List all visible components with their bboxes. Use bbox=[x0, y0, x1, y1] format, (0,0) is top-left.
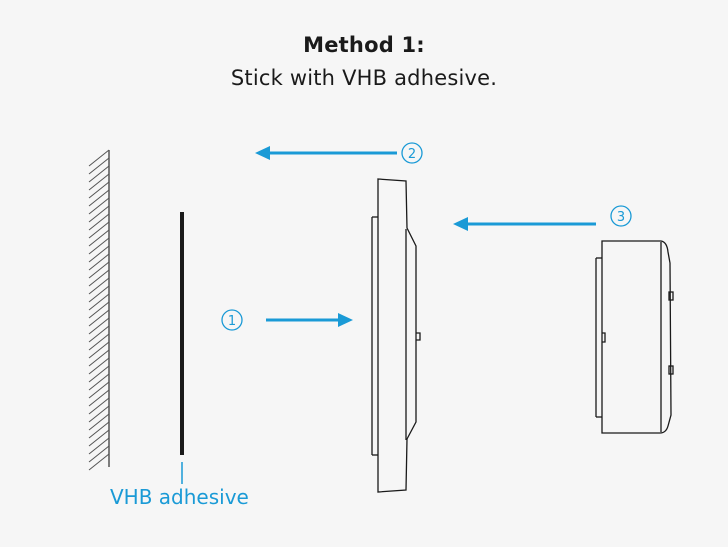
wall-hatch-line bbox=[88, 149, 110, 167]
wall-hatch-line bbox=[88, 285, 110, 303]
step-2-number: 2 bbox=[408, 147, 416, 162]
wall-hatch-line bbox=[88, 221, 110, 239]
mounting-plate bbox=[371, 178, 421, 493]
vhb-adhesive-strip bbox=[180, 212, 184, 484]
wall-hatch-line bbox=[88, 293, 110, 311]
device-side-view bbox=[595, 240, 674, 434]
wall-hatch-line bbox=[88, 437, 110, 455]
wall-hatch-line bbox=[88, 365, 110, 383]
wall-hatch-line bbox=[88, 349, 110, 367]
wall-hatch-line bbox=[88, 413, 110, 431]
wall-hatch-line bbox=[88, 325, 110, 343]
wall-hatch-line bbox=[88, 173, 110, 191]
wall-hatch-line bbox=[88, 277, 110, 295]
arrow-step-3: 3 bbox=[453, 205, 632, 231]
arrow-step-1: 1 bbox=[221, 309, 353, 331]
wall-hatch-line bbox=[88, 245, 110, 263]
wall-hatch-line bbox=[88, 381, 110, 399]
wall-hatching bbox=[88, 149, 110, 471]
wall-hatch-line bbox=[88, 237, 110, 255]
wall-hatch-line bbox=[88, 429, 110, 447]
vhb-adhesive-label: VHB adhesive bbox=[110, 485, 249, 509]
wall-hatch-line bbox=[88, 301, 110, 319]
wall-hatch-line bbox=[88, 317, 110, 335]
wall-hatch-line bbox=[88, 357, 110, 375]
wall-hatch-line bbox=[88, 389, 110, 407]
wall-hatch-line bbox=[88, 261, 110, 279]
wall-hatch-line bbox=[88, 229, 110, 247]
wall-hatch-line bbox=[88, 397, 110, 415]
wall-hatch-line bbox=[88, 373, 110, 391]
wall-hatch-line bbox=[88, 197, 110, 215]
wall-hatch-line bbox=[88, 309, 110, 327]
wall-hatch-line bbox=[88, 189, 110, 207]
wall-hatch-line bbox=[88, 453, 110, 471]
wall-hatch-line bbox=[88, 181, 110, 199]
wall-hatch-line bbox=[88, 341, 110, 359]
wall bbox=[88, 149, 110, 471]
step-1-number: 1 bbox=[228, 314, 236, 329]
wall-hatch-line bbox=[88, 213, 110, 231]
wall-hatch-line bbox=[88, 333, 110, 351]
step-3-number: 3 bbox=[617, 210, 625, 225]
wall-hatch-line bbox=[88, 253, 110, 271]
wall-hatch-line bbox=[88, 405, 110, 423]
wall-hatch-line bbox=[88, 157, 110, 175]
arrow-step-2: 2 bbox=[255, 142, 423, 164]
wall-hatch-line bbox=[88, 421, 110, 439]
wall-hatch-line bbox=[88, 165, 110, 183]
diagram-subtitle: Stick with VHB adhesive. bbox=[230, 66, 498, 90]
wall-hatch-line bbox=[88, 269, 110, 287]
wall-hatch-line bbox=[88, 445, 110, 463]
diagram-title: Method 1: bbox=[303, 33, 425, 57]
wall-hatch-line bbox=[88, 205, 110, 223]
